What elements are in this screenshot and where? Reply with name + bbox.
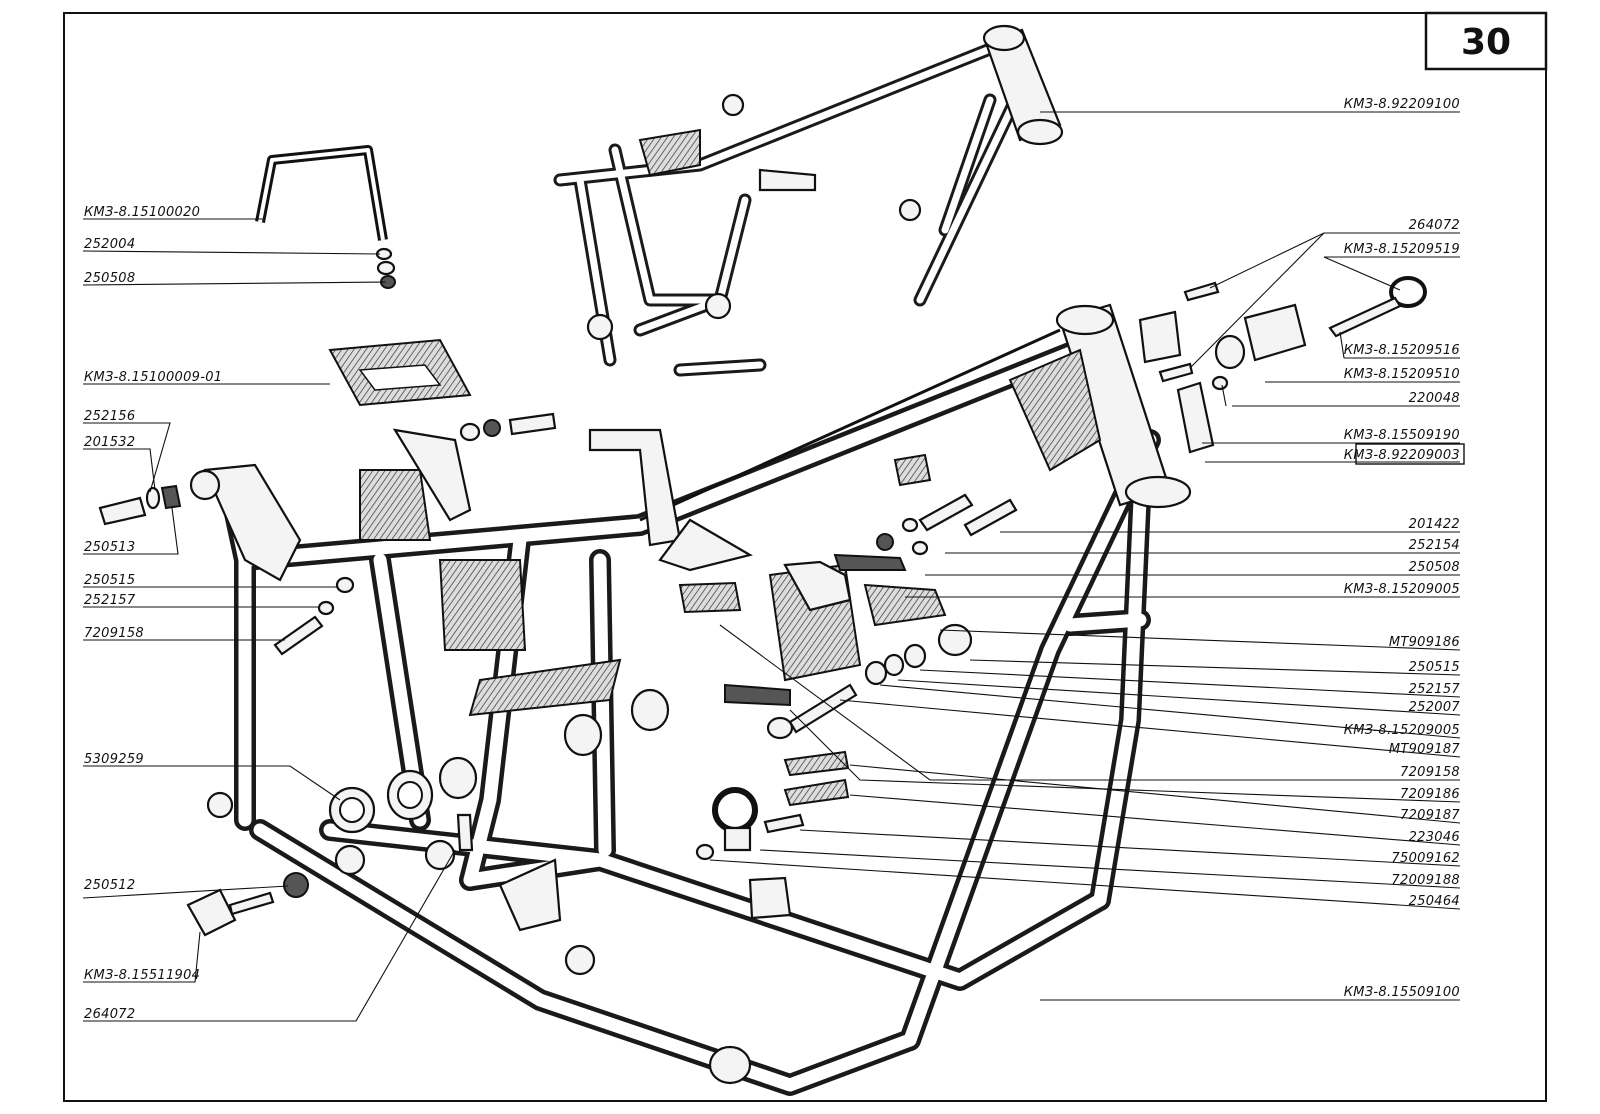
loose-parts-drawing — [98, 145, 1427, 937]
label-left-3: КМЗ-8.15100009-01 — [84, 370, 222, 385]
label-right-16: КМЗ-8.15209005 — [1344, 723, 1460, 738]
leader-lines — [82, 111, 1461, 1022]
label-right-21: 223046 — [1409, 830, 1460, 845]
label-right-18: 7209158 — [1400, 765, 1460, 780]
label-right-3: КМЗ-8.15209516 — [1344, 343, 1460, 358]
label-left-8: 252157 — [84, 593, 136, 608]
right-labels: КМЗ-8.92209100 264072 КМЗ-8.15209519 КМЗ… — [1344, 97, 1465, 1000]
label-left-2: 250508 — [84, 271, 135, 286]
page-border — [63, 12, 1547, 1102]
main-frame-drawing — [189, 303, 1192, 1096]
label-right-6: КМЗ-8.15509190 — [1344, 428, 1460, 443]
left-labels: КМЗ-8.15100020 252004 250508 КМЗ-8.15100… — [84, 205, 222, 1022]
label-right-14: 252157 — [1409, 682, 1461, 697]
upper-subframe-drawing — [553, 24, 1064, 377]
boxed-label-frame — [1355, 443, 1465, 465]
label-right-23: 72009188 — [1391, 873, 1460, 888]
label-left-0: КМЗ-8.15100020 — [84, 205, 200, 220]
label-right-8: 201422 — [1409, 517, 1460, 532]
label-right-2: КМЗ-8.15209519 — [1344, 242, 1460, 257]
label-left-1: 252004 — [84, 237, 135, 252]
label-left-9: 7209158 — [84, 626, 144, 641]
label-left-10: 5309259 — [84, 752, 144, 767]
label-left-4: 252156 — [84, 409, 135, 424]
label-right-7: КМЗ-8.92209003 — [1344, 448, 1460, 463]
label-right-15: 252007 — [1409, 700, 1461, 715]
label-right-17: МТ909187 — [1389, 742, 1461, 757]
label-left-5: 201532 — [84, 435, 135, 450]
label-right-25: КМЗ-8.15509100 — [1344, 985, 1460, 1000]
label-right-1: 264072 — [1409, 218, 1460, 233]
label-right-5: 220048 — [1409, 391, 1460, 406]
label-right-13: 250515 — [1409, 660, 1460, 675]
label-right-9: 252154 — [1409, 538, 1460, 553]
label-right-10: 250508 — [1409, 560, 1460, 575]
label-right-11: КМЗ-8.15209005 — [1344, 582, 1460, 597]
label-right-19: 7209186 — [1400, 787, 1460, 802]
page-number-box: 30 — [1424, 11, 1548, 71]
label-right-4: КМЗ-8.15209510 — [1344, 367, 1460, 382]
label-right-22: 75009162 — [1391, 851, 1460, 866]
label-left-6: 250513 — [84, 540, 135, 555]
label-left-13: 264072 — [84, 1007, 135, 1022]
label-left-7: 250515 — [84, 573, 135, 588]
label-left-11: 250512 — [84, 878, 135, 893]
label-left-12: КМЗ-8.15511904 — [84, 968, 200, 983]
label-right-0: КМЗ-8.92209100 — [1344, 97, 1460, 112]
label-right-20: 7209187 — [1400, 808, 1460, 823]
label-right-24: 250464 — [1409, 894, 1460, 909]
page-number: 30 — [1461, 22, 1511, 63]
label-right-12: МТ909186 — [1389, 635, 1460, 650]
